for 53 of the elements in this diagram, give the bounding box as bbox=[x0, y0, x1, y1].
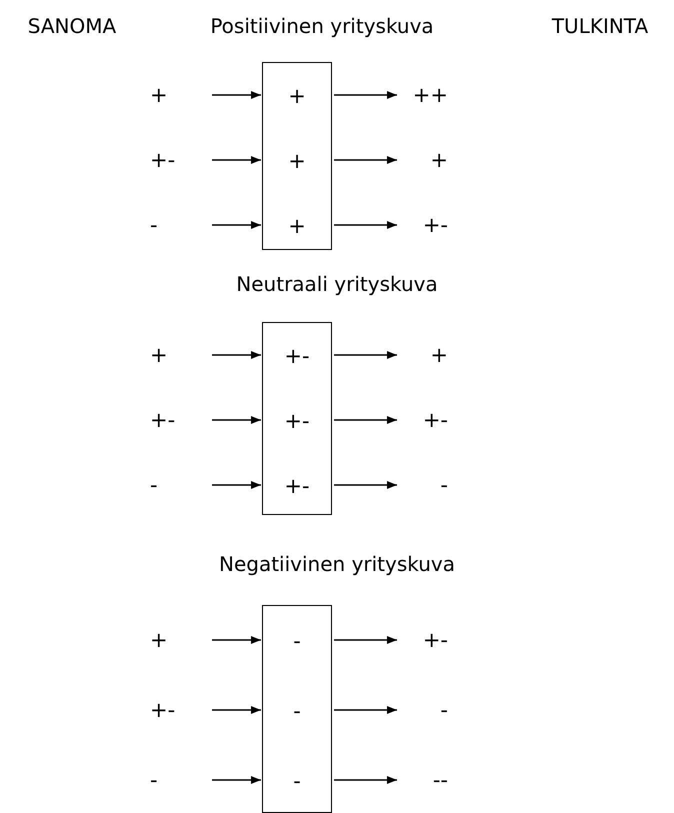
sign-text: - bbox=[440, 698, 448, 722]
sign-text: ++ bbox=[412, 83, 448, 107]
process-box bbox=[262, 62, 332, 250]
arrow bbox=[212, 636, 261, 644]
arrow bbox=[334, 351, 397, 359]
sign-text: +- bbox=[283, 409, 311, 433]
sign-text: +- bbox=[422, 628, 448, 652]
sign-text: +- bbox=[150, 408, 176, 432]
sign-text: + bbox=[150, 628, 168, 652]
sign-text: +- bbox=[283, 474, 311, 498]
heading: SANOMA bbox=[28, 14, 116, 38]
sign-text: +- bbox=[150, 698, 176, 722]
sign-text: +- bbox=[422, 408, 448, 432]
sign-text: + bbox=[430, 148, 448, 172]
sign-text: - bbox=[150, 473, 158, 497]
sign-text: + bbox=[287, 149, 307, 173]
sign-text: + bbox=[150, 83, 168, 107]
arrow bbox=[212, 416, 261, 424]
sign-text: +- bbox=[150, 148, 176, 172]
sign-text: + bbox=[430, 343, 448, 367]
sign-text: +- bbox=[422, 213, 448, 237]
arrow bbox=[212, 481, 261, 489]
sign-text: - bbox=[150, 768, 158, 792]
arrow bbox=[212, 351, 261, 359]
sign-text: + bbox=[287, 84, 307, 108]
process-box bbox=[262, 605, 332, 813]
sign-text: + bbox=[150, 343, 168, 367]
sign-text: +- bbox=[283, 344, 311, 368]
arrow bbox=[334, 91, 397, 99]
heading: Neutraali yrityskuva bbox=[236, 272, 438, 296]
arrow bbox=[334, 416, 397, 424]
sign-text: - bbox=[292, 629, 302, 653]
sign-text: - bbox=[150, 213, 158, 237]
sign-text: - bbox=[292, 699, 302, 723]
arrow bbox=[334, 706, 397, 714]
sign-text: -- bbox=[432, 768, 448, 792]
process-box bbox=[262, 322, 332, 515]
arrow bbox=[212, 776, 261, 784]
arrow bbox=[334, 156, 397, 164]
arrow bbox=[334, 776, 397, 784]
arrow bbox=[334, 636, 397, 644]
arrow bbox=[334, 221, 397, 229]
heading: Positiivinen yrityskuva bbox=[210, 14, 434, 38]
heading: TULKINTA bbox=[552, 14, 648, 38]
sign-text: - bbox=[292, 769, 302, 793]
heading: Negatiivinen yrityskuva bbox=[218, 552, 456, 576]
arrow bbox=[212, 221, 261, 229]
arrow bbox=[212, 706, 261, 714]
arrow bbox=[212, 156, 261, 164]
sign-text: + bbox=[287, 214, 307, 238]
arrow bbox=[334, 481, 397, 489]
sign-text: - bbox=[440, 473, 448, 497]
arrow bbox=[212, 91, 261, 99]
